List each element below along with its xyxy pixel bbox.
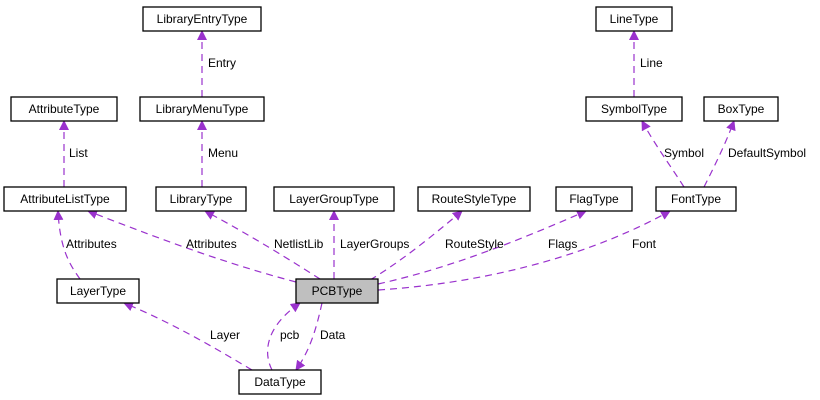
node-line-type[interactable]: LineType: [595, 6, 673, 32]
edge-label-attributes-pcb: Attributes: [186, 237, 237, 251]
svg-text:SymbolType: SymbolType: [601, 102, 667, 116]
edge-label-symbol: Symbol: [664, 146, 704, 160]
node-layer-type[interactable]: LayerType: [56, 278, 140, 304]
edge-pcb-to-flag: [377, 210, 587, 285]
svg-text:AttributeType: AttributeType: [29, 102, 100, 116]
edge-label-netlist-lib: NetlistLib: [274, 237, 324, 251]
node-pcb-type[interactable]: PCBType: [295, 278, 379, 304]
edge-label-list: List: [69, 146, 88, 160]
node-data-type[interactable]: DataType: [238, 369, 322, 395]
svg-text:PCBType: PCBType: [312, 284, 363, 298]
edge-label-layer: Layer: [210, 328, 240, 342]
svg-text:AttributeListType: AttributeListType: [20, 192, 110, 206]
node-library-entry-type[interactable]: LibraryEntryType: [142, 6, 262, 32]
edge-label-entry: Entry: [208, 56, 236, 70]
edge-pcb-to-data: [295, 302, 323, 371]
edge-data-to-pcb: [266, 302, 301, 371]
svg-text:LayerGroupType: LayerGroupType: [289, 192, 379, 206]
svg-text:LineType: LineType: [610, 12, 659, 26]
svg-text:DataType: DataType: [254, 375, 306, 389]
node-layer-group-type[interactable]: LayerGroupType: [273, 186, 395, 212]
svg-text:FlagType: FlagType: [569, 192, 619, 206]
node-box-type[interactable]: BoxType: [703, 96, 779, 122]
edge-pcb-to-library: [204, 210, 321, 280]
edge-layer-to-attribute-list: [53, 210, 81, 280]
node-symbol-type[interactable]: SymbolType: [585, 96, 683, 122]
edge-label-layer-groups: LayerGroups: [340, 237, 409, 251]
node-library-type[interactable]: LibraryType: [155, 186, 247, 212]
edge-label-menu: Menu: [208, 146, 238, 160]
svg-text:LayerType: LayerType: [70, 284, 126, 298]
edge-font-to-symbol: [641, 120, 685, 188]
edge-label-font: Font: [632, 237, 657, 251]
node-attribute-list-type[interactable]: AttributeListType: [3, 186, 127, 212]
edge-label-line: Line: [640, 56, 663, 70]
svg-text:LibraryEntryType: LibraryEntryType: [157, 12, 248, 26]
node-route-style-type[interactable]: RouteStyleType: [417, 186, 531, 212]
node-flag-type[interactable]: FlagType: [555, 186, 633, 212]
edge-label-route-style: RouteStyle: [445, 237, 504, 251]
svg-text:LibraryMenuType: LibraryMenuType: [156, 102, 249, 116]
svg-text:RouteStyleType: RouteStyleType: [432, 192, 517, 206]
svg-text:FontType: FontType: [671, 192, 721, 206]
node-library-menu-type[interactable]: LibraryMenuType: [139, 96, 265, 122]
edge-pcb-to-attribute-list: [87, 209, 297, 283]
edge-label-default-symbol: DefaultSymbol: [728, 146, 806, 160]
node-attribute-type[interactable]: AttributeType: [10, 96, 118, 122]
edge-pcb-to-font: [377, 210, 671, 291]
svg-text:BoxType: BoxType: [718, 102, 765, 116]
svg-text:LibraryType: LibraryType: [170, 192, 233, 206]
edge-label-data: Data: [320, 328, 346, 342]
node-font-type[interactable]: FontType: [655, 186, 737, 212]
edge-data-to-layer: [123, 301, 253, 371]
edge-pcb-to-route-style: [369, 210, 463, 281]
edge-font-to-box: [703, 120, 736, 188]
edge-label-flags: Flags: [548, 237, 577, 251]
edge-label-attributes-layer: Attributes: [66, 237, 117, 251]
edge-label-pcb: pcb: [280, 328, 300, 342]
